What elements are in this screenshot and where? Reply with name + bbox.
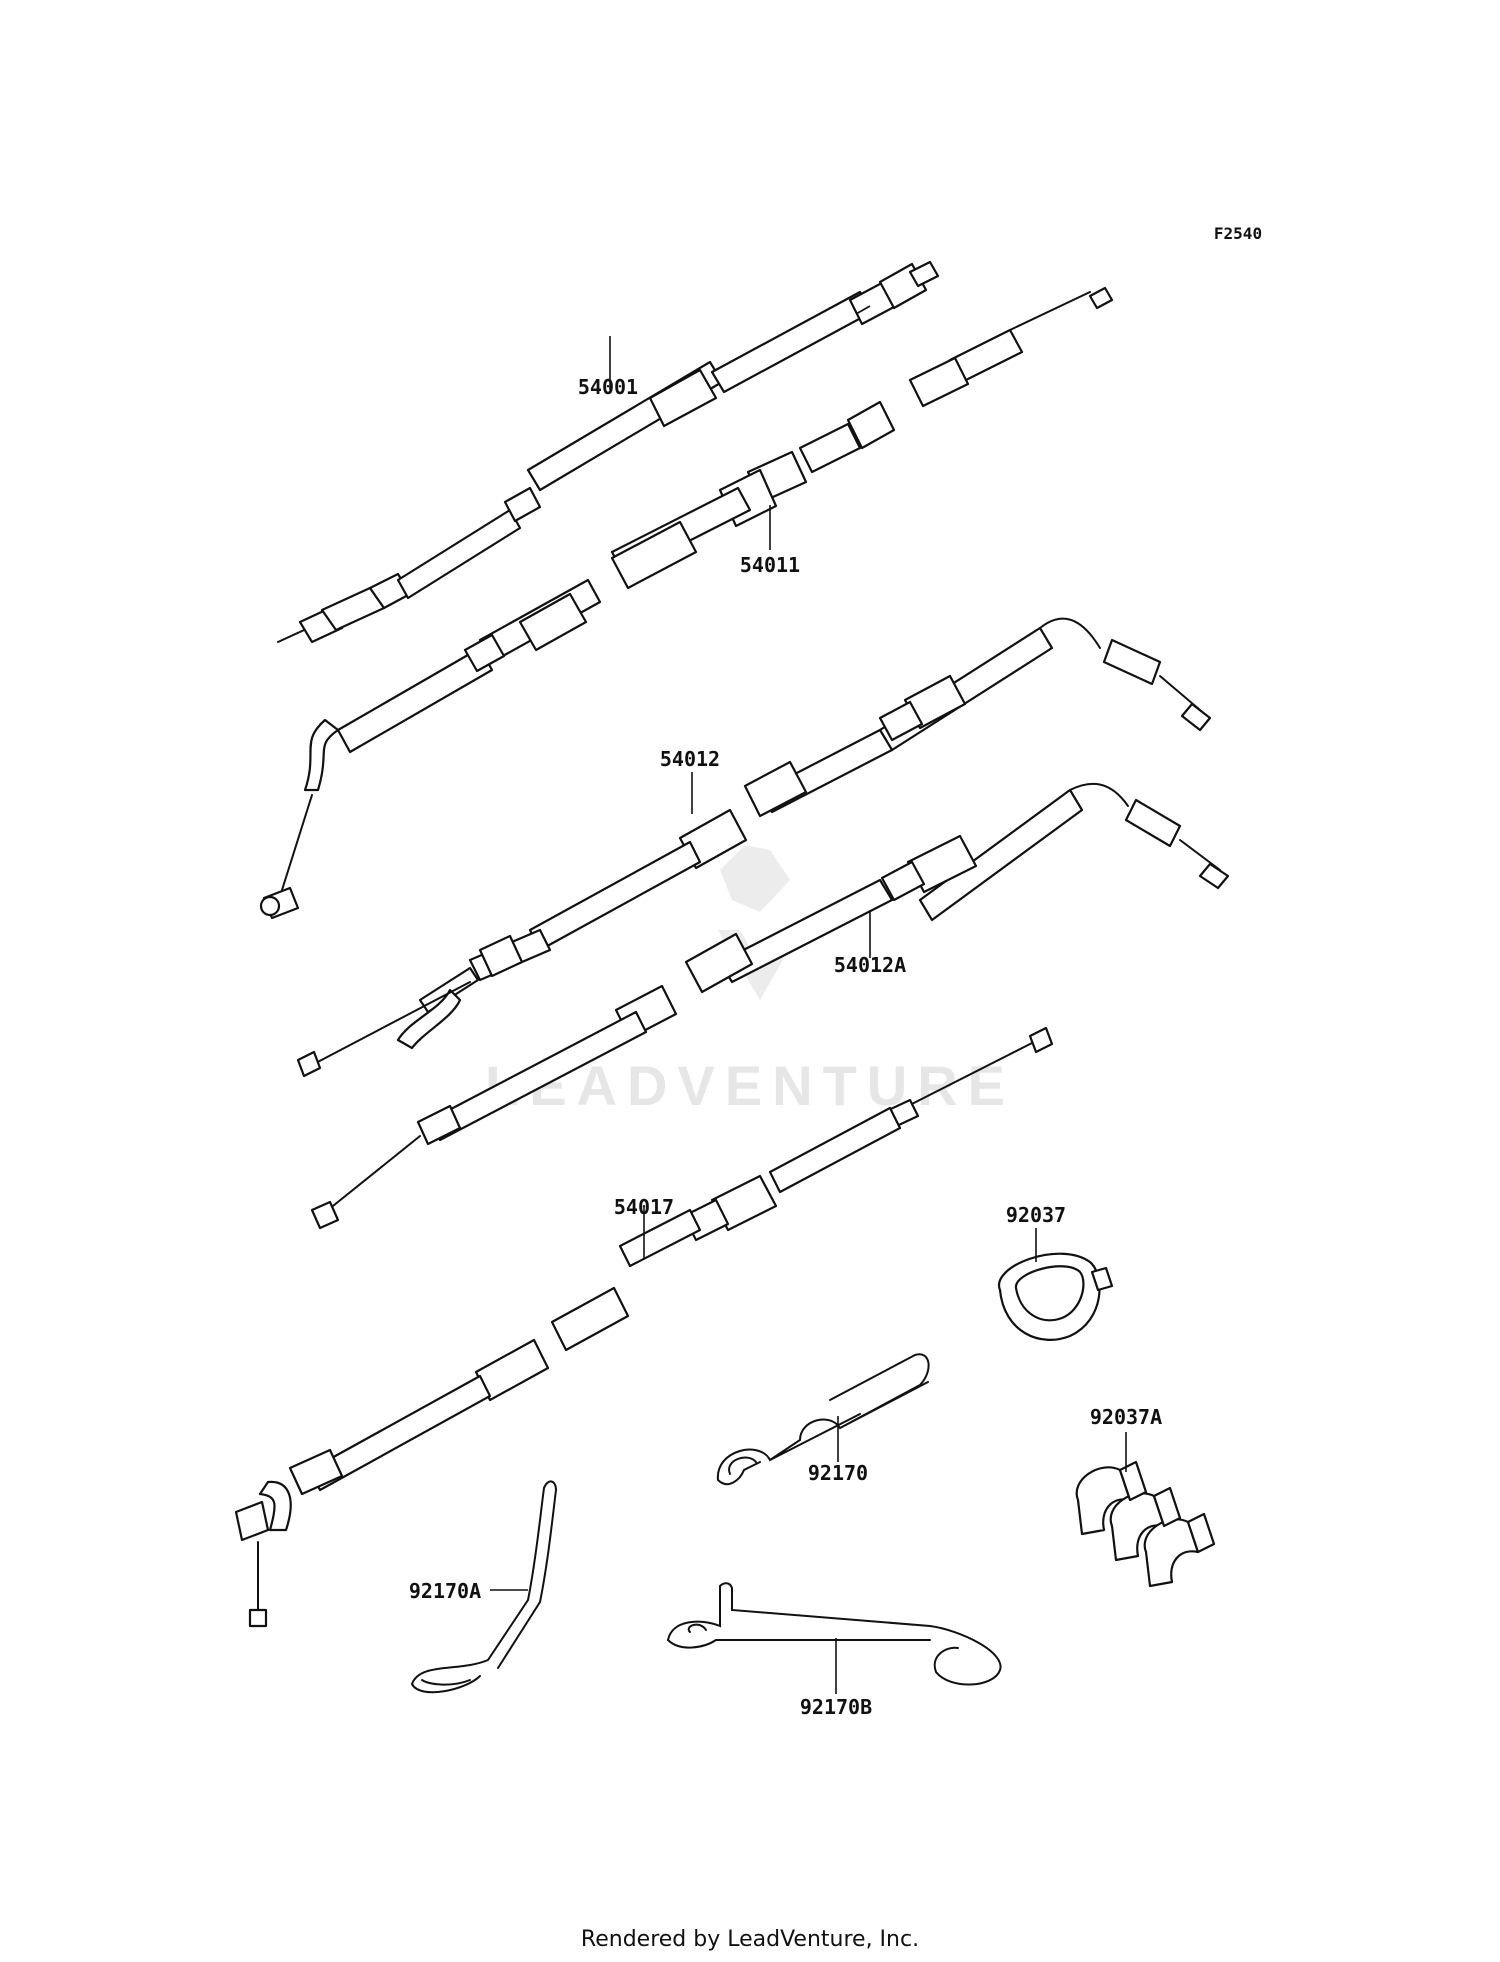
part-92170[interactable] xyxy=(716,1353,930,1486)
figure-code: F2540 xyxy=(1214,224,1262,243)
part-92170A[interactable] xyxy=(410,1480,557,1694)
part-54012A[interactable] xyxy=(310,782,1230,1230)
label-92170A: 92170A xyxy=(409,1579,481,1603)
part-54017[interactable] xyxy=(234,1026,1054,1628)
label-92037: 92037 xyxy=(1006,1203,1066,1227)
label-54011: 54011 xyxy=(740,553,800,577)
label-92037A: 92037A xyxy=(1090,1405,1162,1429)
label-92170B: 92170B xyxy=(800,1695,872,1719)
part-54001[interactable] xyxy=(277,260,940,644)
part-92037A[interactable] xyxy=(1075,1460,1216,1588)
label-92170: 92170 xyxy=(808,1461,868,1485)
part-54011[interactable] xyxy=(259,286,1114,920)
label-54017: 54017 xyxy=(614,1195,674,1219)
part-92170B[interactable] xyxy=(667,1582,1002,1686)
footer-credit: Rendered by LeadVenture, Inc. xyxy=(581,1927,919,1952)
label-54012A: 54012A xyxy=(834,953,906,977)
part-92037[interactable] xyxy=(998,1252,1114,1341)
label-54001: 54001 xyxy=(578,375,638,399)
label-54012: 54012 xyxy=(660,747,720,771)
part-54012[interactable] xyxy=(296,617,1212,1078)
